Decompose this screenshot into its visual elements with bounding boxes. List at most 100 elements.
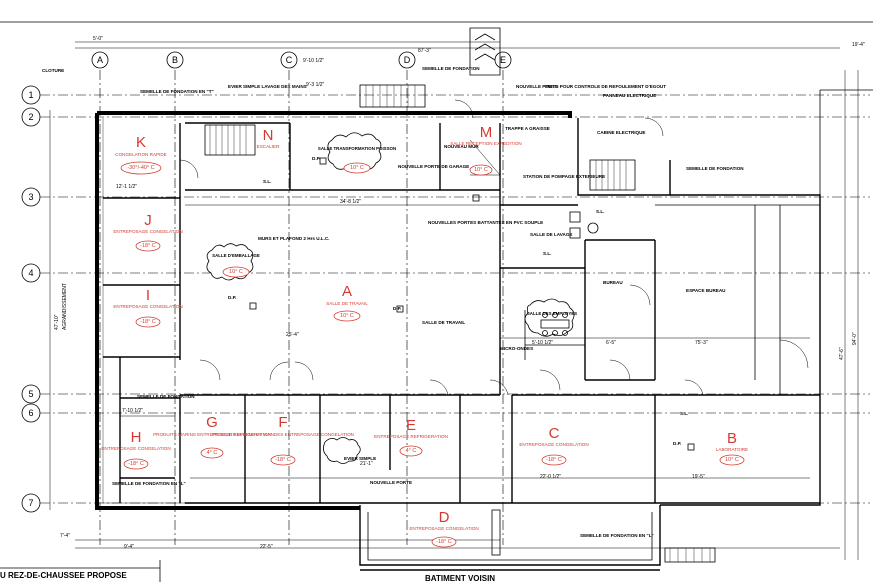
room-n-letter: N bbox=[263, 127, 274, 144]
dim-h: 7'-10 1/2" bbox=[122, 408, 143, 414]
note-sl-3: S.L. bbox=[543, 251, 551, 256]
cloud-emballage-temp: 10° C bbox=[229, 269, 243, 275]
dim-right-2: 94'-0" bbox=[852, 332, 858, 345]
door-swings bbox=[179, 99, 809, 396]
room-m-temp: 10° C bbox=[474, 167, 488, 173]
employee-table bbox=[540, 312, 570, 336]
room-g-name: PRODUITS MARINS ENTREPOSAGE REFRIGERATIO… bbox=[153, 432, 271, 437]
grid-bubble-row-6 bbox=[21, 403, 41, 423]
note-porte-garage: NOUVELLE PORTE DE GARAGE bbox=[398, 164, 469, 169]
grid-label-row-7: 7 bbox=[28, 498, 33, 508]
cloud-transformation-temp: 10° C bbox=[350, 165, 364, 171]
grid-bubble-row-5 bbox=[21, 384, 41, 404]
room-d-temp: -18° C bbox=[436, 539, 452, 545]
grid-label-row-2: 2 bbox=[28, 112, 33, 122]
dim-bottom-2: 22'-5" bbox=[260, 544, 273, 550]
note-dp-4: D.P. bbox=[312, 156, 320, 161]
room-i-name: ENTREPOSAGE CONGELATION bbox=[113, 304, 182, 309]
dim-bottom-3: 22'-0 1/2" bbox=[540, 474, 561, 480]
room-a-temp: 10° C bbox=[340, 313, 354, 319]
note-salle-travail: SALLE DE TRAVAIL bbox=[422, 320, 465, 325]
grid-label-row-3: 3 bbox=[28, 192, 33, 202]
room-g-temp: 4° C bbox=[207, 450, 218, 456]
cloud-salle-transformation bbox=[327, 132, 382, 172]
dim-micro: 5'-10 1/2" bbox=[532, 340, 553, 346]
room-f-letter: F bbox=[278, 414, 287, 431]
room-j: J ENTREPOSAGE CONGELATION -18° C bbox=[113, 212, 183, 252]
grid-label-row-6: 6 bbox=[28, 408, 33, 418]
note-semelle-l-left: SEMELLE DE FONDATION EN "L" bbox=[112, 481, 186, 486]
salle-employes-label: SALLE DES EMPLOYES bbox=[527, 311, 577, 316]
grid-bubble-row-1 bbox=[21, 85, 41, 105]
room-c: C ENTREPOSAGE CONGELATION -18° C bbox=[519, 425, 589, 466]
note-cloture: CLOTURE bbox=[42, 68, 64, 73]
note-portes-pvc: NOUVELLES PORTES BATTANTES EN PVC SOUPLE bbox=[428, 220, 543, 225]
exterior-walls bbox=[95, 89, 873, 566]
note-semelle-t: SEMELLE DE FONDATION EN "T" bbox=[140, 89, 214, 94]
note-semelle-l-bottom: SEMELLE DE FONDATION EN "L" bbox=[580, 533, 654, 538]
note-murs-plafond: MURS ET PLAFOND 2 Hrs U.L.C. bbox=[258, 236, 329, 241]
grid-bubble-col-b bbox=[166, 51, 184, 69]
room-h-temp: -18° C bbox=[128, 461, 144, 467]
note-dp-3: D.P. bbox=[673, 441, 681, 446]
room-a: A SALLE DE TRAVAIL 10° C bbox=[326, 283, 368, 322]
note-nouvelle-porte-bottom: NOUVELLE PORTE bbox=[370, 480, 412, 485]
dim-mid-2: 25'-4" bbox=[286, 332, 299, 338]
dimension-lines bbox=[49, 41, 859, 560]
room-b-temp: 10° C bbox=[725, 457, 739, 463]
neighbour-building-label: BATIMENT VOISIN bbox=[425, 574, 495, 582]
drawing-title: U REZ-DE-CHAUSSEE PROPOSE bbox=[0, 571, 127, 580]
room-j-letter: J bbox=[144, 212, 152, 229]
note-nouveau-mur: NOUVEAU MUR bbox=[444, 144, 479, 149]
dim-bottom-1: 9'-4" bbox=[124, 544, 134, 550]
room-j-name: ENTREPOSAGE CONGELATION bbox=[113, 229, 182, 234]
note-semelle-top: SEMELLE DE FONDATION bbox=[422, 66, 480, 71]
note-nouvelle-porte-top: NOUVELLE PORTE bbox=[516, 84, 558, 89]
stairs-north bbox=[204, 27, 636, 191]
grid-label-row-4: 4 bbox=[28, 268, 33, 278]
room-i: I ENTREPOSAGE CONGELATION -18° C bbox=[113, 287, 183, 328]
dim-top-right: 19'-4" bbox=[852, 42, 865, 48]
grid-bubble-row-2 bbox=[21, 107, 41, 127]
note-dp-1: D.P. bbox=[228, 295, 236, 300]
grid-label-row-1: 1 bbox=[28, 90, 33, 100]
room-c-letter: C bbox=[549, 425, 560, 442]
grid-bubble-col-c bbox=[280, 51, 298, 69]
lavage-fixtures bbox=[569, 211, 599, 239]
room-a-letter: A bbox=[342, 283, 352, 300]
room-f-name: PRODUITS MARINS ET VIANDES ENTREPOSAGE C… bbox=[212, 432, 354, 437]
note-evier-simple: EVIER SIMPLE bbox=[344, 456, 376, 461]
grid-lines bbox=[40, 70, 870, 545]
grid-label-col-a: A bbox=[97, 55, 103, 65]
dim-top-4: 87'-3" bbox=[418, 48, 431, 54]
room-e-letter: E bbox=[406, 417, 416, 434]
room-m: M SALLE RECEPTION EXPEDITION 10° C bbox=[450, 124, 522, 176]
electrical-room-wall bbox=[577, 118, 671, 196]
dim-office: 75'-3" bbox=[695, 340, 708, 346]
room-f-temp: -18° C bbox=[275, 457, 291, 463]
room-c-name: ENTREPOSAGE CONGELATION bbox=[519, 442, 588, 447]
room-h: H ENTREPOSAGE CONGELATION -18° C bbox=[101, 429, 171, 470]
grid-label-col-b: B bbox=[172, 55, 178, 65]
grid-bubble-col-d bbox=[398, 51, 416, 69]
dim-left-agrandissement: AGRANDISSEMENT bbox=[62, 283, 68, 330]
room-a-name: SALLE DE TRAVAIL bbox=[326, 301, 368, 306]
room-k-letter: K bbox=[136, 134, 146, 151]
grid-label-row-5: 5 bbox=[28, 389, 33, 399]
room-n-name: ESCALIER bbox=[257, 144, 280, 149]
note-semelle-left: SEMELLE DE FONDATION bbox=[137, 394, 195, 399]
dim-top-1: 5'-0" bbox=[93, 36, 103, 42]
floor-drains bbox=[249, 157, 695, 451]
dim-left-2: 7'-4" bbox=[60, 533, 70, 539]
room-b-name: LABORATOIRE bbox=[716, 447, 748, 452]
cloud-evier bbox=[323, 437, 361, 464]
room-g-letter: G bbox=[206, 414, 218, 431]
room-k: K CONGELATION RAPIDE -30°/-40° C bbox=[115, 134, 167, 175]
room-m-letter: M bbox=[480, 124, 493, 141]
dim-left-1: 47'-10" bbox=[54, 314, 60, 330]
room-d: D ENTREPOSAGE CONGELATION -18° C bbox=[409, 509, 479, 548]
east-wall bbox=[660, 194, 821, 506]
note-semelle-right: SEMELLE DE FONDATION bbox=[686, 166, 744, 171]
grid-label-col-e: E bbox=[500, 55, 506, 65]
